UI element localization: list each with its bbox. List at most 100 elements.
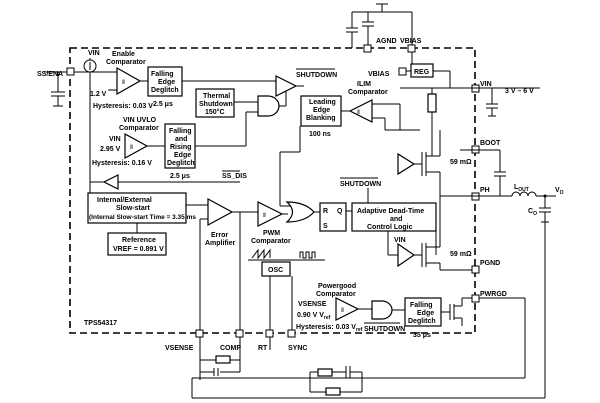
- vsense-pin: [195, 329, 204, 338]
- svg-text:Ⅱ: Ⅱ: [263, 213, 266, 219]
- ref-l1: Reference: [122, 237, 156, 244]
- lout-label: LOUT: [514, 184, 529, 193]
- uvlo-title: VIN UVLO: [123, 117, 157, 124]
- pg-hysteresis: Hysteresis: 0.03 Vref: [296, 324, 363, 333]
- vin-right-label: VIN: [480, 81, 492, 88]
- thermal-l2: Shutdown: [199, 101, 233, 108]
- pg-title1: Powergood: [318, 283, 356, 290]
- uvlo-title2: Comparator: [119, 125, 159, 132]
- le-l3: Blanking: [306, 115, 336, 122]
- output-cap-icon: [539, 196, 551, 223]
- pwm-l1: PWM: [263, 230, 280, 237]
- fd-top-time: 2.5 μs: [153, 101, 173, 108]
- fet-bottom-label: 59 mΩ: [450, 251, 472, 258]
- osc-label: OSC: [268, 267, 283, 274]
- ph-label: PH: [480, 187, 490, 194]
- sync-label: SYNC: [288, 345, 307, 352]
- boot-cap-icon: [494, 150, 506, 196]
- rd-time: 2.5 μs: [170, 173, 190, 180]
- pgnd-label: PGND: [480, 260, 500, 267]
- fd-top-l2: Edge: [158, 79, 175, 86]
- vin-cap-icon: [486, 88, 498, 117]
- fet-top-label: 59 mΩ: [450, 159, 472, 166]
- feedback-network: [309, 366, 363, 396]
- le-l1: Leading: [309, 99, 336, 106]
- ilim-l2: Comparator: [348, 89, 388, 96]
- rd-l2: and: [175, 136, 187, 143]
- latch-s: S: [323, 223, 328, 230]
- vbias-pin: [407, 44, 416, 53]
- falling-deglitch-top-box: [147, 66, 183, 97]
- enable-title1: Enable: [112, 51, 135, 58]
- ilim-l1: ILIM: [357, 81, 371, 88]
- powergood-comparator-icon: [335, 297, 360, 321]
- agnd-label: AGND: [376, 38, 397, 45]
- deadtime-box: [351, 202, 437, 232]
- ss-l1: Internal/External: [97, 197, 152, 204]
- vin-low-label: VIN: [394, 237, 406, 244]
- latch-q: Q: [337, 208, 343, 215]
- rd-l1: Falling: [169, 128, 192, 135]
- ref-l2: VREF = 0.891 V: [113, 246, 164, 253]
- vbias-reg-label: VBIAS: [368, 71, 390, 78]
- osc-box: [261, 261, 291, 277]
- dt-l1: Adaptive Dead-Time: [357, 208, 424, 215]
- pwrgd-pin: [471, 294, 480, 303]
- rd-l5: Deglitch: [167, 160, 195, 167]
- dt-l2: and: [390, 216, 402, 223]
- hysteresis-symbol: Ⅱ: [122, 80, 125, 86]
- svg-text:Ⅱ: Ⅱ: [357, 110, 360, 116]
- rt-label: RT: [258, 345, 268, 352]
- pgd-l3: Deglitch: [408, 318, 436, 325]
- ramp-waveform-icon: [251, 248, 271, 260]
- leading-edge-box: [300, 95, 342, 127]
- compensation-network: [199, 337, 271, 380]
- inductor-icon: [511, 191, 537, 197]
- vsense-label: VSENSE: [165, 345, 194, 352]
- comp-pin: [235, 329, 244, 338]
- rising-deglitch-box: [164, 123, 196, 169]
- supply-range: 3 V – 6 V: [505, 88, 534, 95]
- clock-waveform-icon: [299, 251, 316, 259]
- reg-label: REG: [414, 69, 430, 76]
- agnd-vbias-caps: [346, 3, 413, 48]
- thermal-shutdown-box: [195, 88, 235, 118]
- svg-text:Ⅱ: Ⅱ: [130, 145, 133, 151]
- vbias-internal-node: [398, 67, 407, 76]
- enable-threshold: 1.2 V: [90, 91, 107, 98]
- thermal-l3: 150°C: [205, 108, 225, 116]
- ss-l2: Slow-start: [116, 205, 151, 212]
- pwrgd-label: PWRGD: [480, 291, 507, 298]
- fd-top-l1: Falling: [151, 71, 174, 78]
- low-side-mosfet-icon: [397, 196, 441, 270]
- comp-resistor-icon: [215, 355, 231, 364]
- rd-l4: Edge: [174, 152, 191, 159]
- shutdown-mid: SHUTDOWN: [340, 181, 381, 188]
- part-number: TPS54317: [84, 320, 117, 327]
- pg-vsense: VSENSE: [298, 301, 327, 308]
- uvlo-hysteresis: Hysteresis: 0.16 V: [92, 160, 152, 167]
- sr-latch-box: [319, 202, 347, 232]
- pgnd-pin: [471, 265, 480, 274]
- latch-r: R: [323, 208, 328, 215]
- ss-l3: (Internal Slow-start Time = 3.35 ms: [89, 214, 196, 221]
- pwrgd-mosfet-icon: [441, 297, 472, 326]
- vo-label: VO: [555, 187, 564, 196]
- svg-text:Ⅱ: Ⅱ: [341, 308, 344, 314]
- uvlo-vin: VIN: [109, 136, 121, 143]
- co-label: CO: [528, 208, 537, 217]
- or-gate-icon: [285, 201, 315, 223]
- pwm-comparator-icon: [257, 201, 284, 227]
- shutdown-top-label: SHUTDOWN: [296, 72, 337, 79]
- pgd-l1: Falling: [410, 302, 433, 309]
- fd-top-l3: Deglitch: [151, 87, 179, 94]
- error-amplifier-icon: [207, 197, 234, 227]
- high-side-mosfet-icon: [397, 130, 441, 196]
- ss-dis-buffer-icon: [102, 174, 119, 190]
- vbias-label: VBIAS: [400, 38, 422, 45]
- ilim-comparator-icon: [348, 99, 373, 123]
- boot-label: BOOT: [480, 140, 501, 147]
- and-gate-icon: [257, 95, 280, 117]
- le-time: 100 ns: [309, 131, 331, 138]
- pgd-l2: Edge: [417, 310, 434, 317]
